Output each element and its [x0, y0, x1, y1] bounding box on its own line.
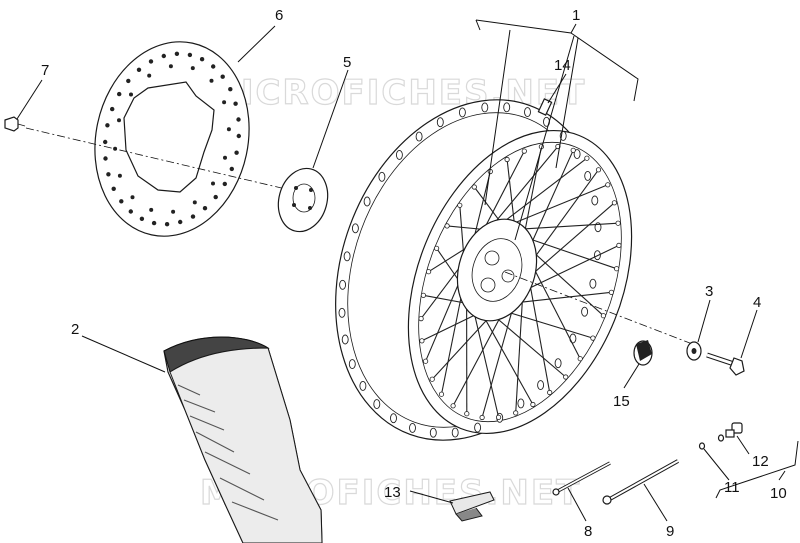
grub-screw	[725, 422, 743, 438]
callout-13: 13	[384, 484, 401, 501]
callout-14: 14	[554, 57, 571, 74]
pulse-ring	[277, 167, 329, 233]
callout-6: 6	[275, 7, 283, 24]
disc-bolt	[4, 116, 26, 132]
spoked-wheel	[335, 99, 633, 441]
callout-11: 11	[724, 479, 740, 496]
washer	[686, 341, 702, 361]
callout-9: 9	[666, 523, 674, 540]
callout-10: 10	[770, 485, 787, 502]
callout-8: 8	[584, 523, 592, 540]
callout-12: 12	[752, 453, 769, 470]
balance-weight	[449, 491, 495, 522]
callout-2: 2	[71, 321, 79, 338]
callout-3: 3	[705, 283, 713, 300]
callout-labels: 1 2 3 4 5 6 7 8 9 10 11 12 13 14 15	[41, 7, 787, 540]
leader-lines	[16, 19, 799, 522]
axle-bolt	[706, 352, 745, 376]
clip-pin	[698, 434, 725, 450]
callout-7: 7	[41, 62, 49, 79]
callout-15: 15	[613, 393, 630, 410]
dust-cap	[633, 340, 653, 366]
brake-disc	[94, 41, 250, 237]
tyre	[163, 336, 323, 543]
long-axle	[602, 459, 679, 505]
callout-5: 5	[343, 54, 351, 71]
callout-4: 4	[753, 294, 761, 311]
short-shaft	[552, 461, 611, 496]
callout-1: 1	[572, 7, 580, 24]
